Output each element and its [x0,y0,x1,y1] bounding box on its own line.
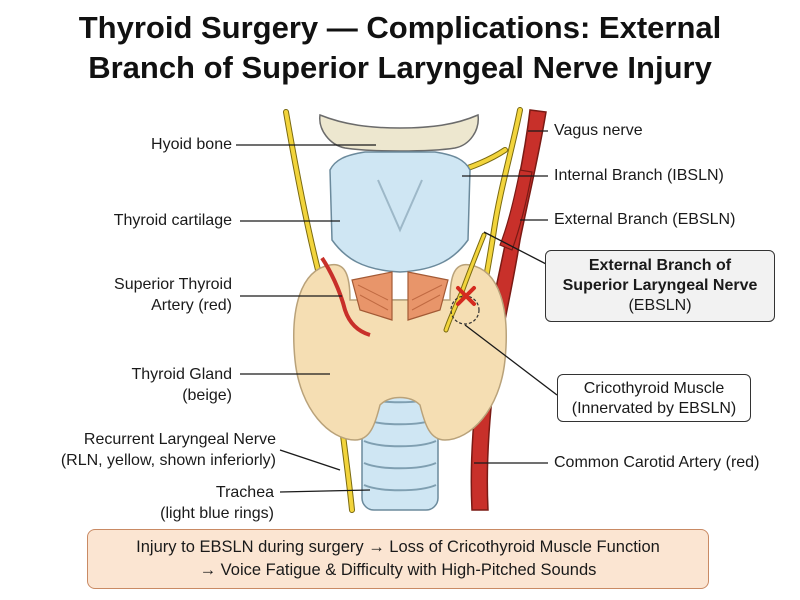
label-hyoid-bone: Hyoid bone [151,136,232,153]
label-superior-thyroid-artery-line2: Artery (red) [151,297,232,314]
cricothyroid-callout-line2: (Innervated by EBSLN) [571,400,737,417]
external-carotid-branch [499,169,533,251]
hyoid-bone [319,113,479,152]
injury-x-icon [456,286,476,306]
summary-line2: → Voice Fatigue & Difficulty with High-P… [199,561,597,579]
label-superior-thyroid-artery-line1: Superior Thyroid [114,276,232,293]
cricothyroid-muscle-right [407,271,449,321]
diagram-title: Thyroid Surgery — Complications: Externa… [0,8,800,88]
label-internal-branch: Internal Branch (IBSLN) [554,167,724,184]
summary-line1: Injury to EBSLN during surgery → Loss of… [136,538,660,556]
label-trachea-line2: (light blue rings) [160,505,274,522]
label-thyroid-cartilage: Thyroid cartilage [113,212,232,229]
label-thyroid-gland: Thyroid Gland (beige) [60,364,233,406]
ebsln-callout-line2: Superior Laryngeal Nerve [562,277,758,294]
title-line-1: Thyroid Surgery — Complications: Externa… [78,10,722,45]
label-thyroid-gland-line1: Thyroid Gland [131,366,233,383]
label-trachea-line1: Trachea [215,484,274,501]
label-common-carotid-artery: Common Carotid Artery (red) [554,454,760,471]
ebsln-callout-line1: External Branch of [588,257,732,274]
cricothyroid-muscle-left [351,271,393,321]
summary-box: Injury to EBSLN during surgery → Loss of… [87,529,709,589]
superior-thyroid-artery [320,256,371,337]
label-thyroid-gland-line2: (beige) [182,387,232,404]
label-rln-line2: (RLN, yellow, shown inferiorly) [60,452,276,469]
thyroid-cartilage [329,151,471,273]
label-recurrent-laryngeal-nerve: Recurrent Laryngeal Nerve (RLN, yellow, … [10,429,276,471]
leader-lines [236,130,558,493]
ebsln-callout-line3: (EBSLN) [628,297,692,314]
label-superior-thyroid-artery: Superior Thyroid Artery (red) [60,274,232,316]
label-external-branch: External Branch (EBSLN) [554,211,736,228]
label-trachea: Trachea (light blue rings) [60,482,274,524]
ebsln-callout-box: External Branch of Superior Laryngeal Ne… [545,250,775,322]
cricothyroid-callout-line1: Cricothyroid Muscle [583,380,725,397]
cricothyroid-callout-box: Cricothyroid Muscle (Innervated by EBSLN… [557,374,751,422]
title-line-2: Branch of Superior Laryngeal Nerve Injur… [88,50,712,85]
label-vagus-nerve: Vagus nerve [554,122,643,139]
label-rln-line1: Recurrent Laryngeal Nerve [83,431,276,448]
